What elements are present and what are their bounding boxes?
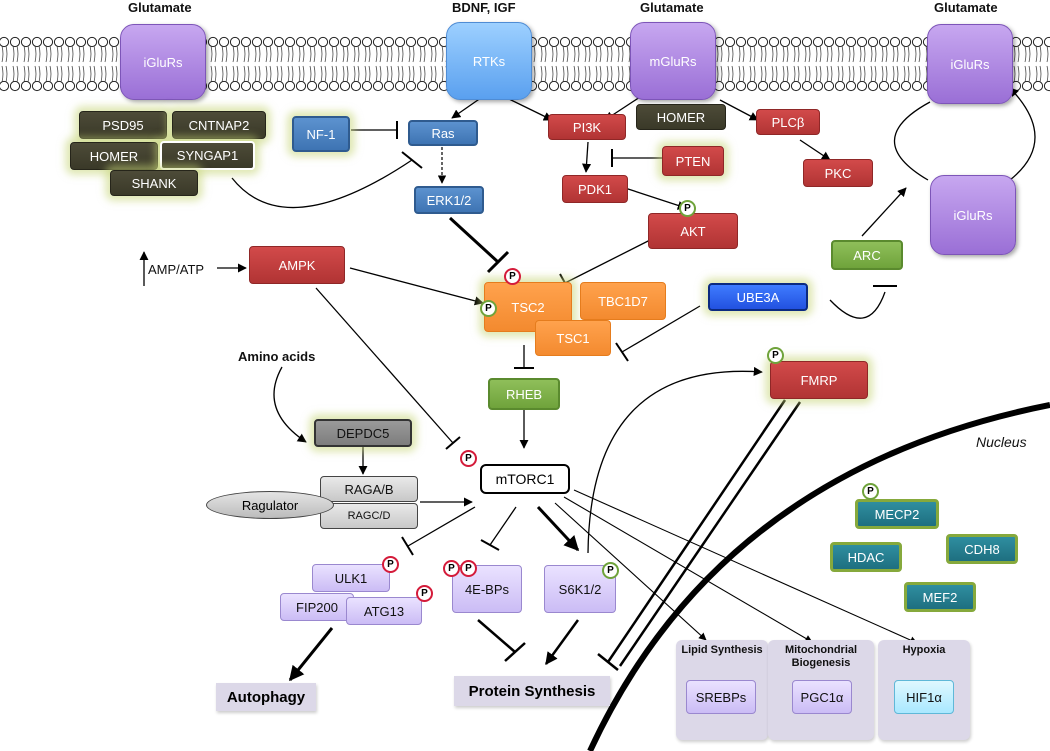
protein-ulk1: ULK1: [312, 564, 390, 592]
protein-hif1a: HIF1α: [894, 680, 954, 714]
protein-pkc: PKC: [803, 159, 873, 187]
protein-homer-left: HOMER: [70, 142, 158, 170]
protein-plcb: PLCβ: [756, 109, 820, 135]
protein-ragab: RAGA/B: [320, 476, 418, 502]
arrow-aminoacids-depdc5: [273, 366, 307, 443]
complex-mtorc1: mTORC1: [480, 464, 570, 494]
protein-fmrp: FMRP: [770, 361, 868, 399]
protein-nf1: NF-1: [292, 116, 350, 152]
arrow-pdk1-akt: [624, 187, 687, 210]
protein-psd95: PSD95: [79, 111, 167, 139]
phospho-mecp2: P: [862, 483, 879, 500]
ligand-glutamate-mid: Glutamate: [640, 0, 704, 15]
arrow-mtorc1-pgc1a: [563, 496, 813, 643]
protein-mef2: MEF2: [904, 582, 976, 612]
protein-pi3k: PI3K: [548, 114, 626, 140]
panel-lipid-synthesis: Lipid Synthesis SREBPs: [676, 640, 768, 740]
panel-hypoxia: Hypoxia HIF1α: [878, 640, 970, 740]
protein-erk: ERK1/2: [414, 186, 484, 214]
receptor-iglurs-left: iGluRs: [120, 24, 206, 100]
protein-pgc1a: PGC1α: [792, 680, 852, 714]
arrow-atg-autophagy: [288, 627, 334, 682]
protein-pdk1: PDK1: [562, 175, 628, 203]
protein-cdh8: CDH8: [946, 534, 1018, 564]
arrow-mtorc1-hif1a: [573, 489, 918, 644]
label-nucleus: Nucleus: [976, 434, 1027, 450]
panel-hypoxia-title: Hypoxia: [902, 644, 946, 656]
protein-srebps: SREBPs: [686, 680, 756, 714]
arrow-s6k-protein: [544, 619, 580, 666]
ligand-glutamate-right: Glutamate: [934, 0, 998, 15]
panel-mito-title: Mitochondrial Biogenesis: [784, 644, 858, 669]
protein-cntnap2: CNTNAP2: [172, 111, 266, 139]
ligand-glutamate-left: Glutamate: [128, 0, 192, 15]
outcome-protein-synthesis: Protein Synthesis: [454, 676, 610, 706]
phospho-4ebps-2: P: [460, 560, 477, 577]
phospho-ulk1: P: [382, 556, 399, 573]
protein-ragulator: Ragulator: [206, 491, 334, 519]
phospho-tsc2-left: P: [480, 300, 497, 317]
receptor-mglurs: mGluRs: [630, 22, 716, 100]
phospho-akt: P: [679, 200, 696, 217]
phospho-mtorc1: P: [460, 450, 477, 467]
protein-arc: ARC: [831, 240, 903, 270]
phospho-atg13: P: [416, 585, 433, 602]
protein-ampk: AMPK: [249, 246, 345, 284]
arrow-s6k-fmrp: [587, 366, 763, 554]
protein-ube3a: UBE3A: [708, 283, 808, 311]
protein-syngap1: SYNGAP1: [160, 141, 255, 170]
protein-rheb: RHEB: [488, 378, 560, 410]
phospho-4ebps-1: P: [443, 560, 460, 577]
protein-shank: SHANK: [110, 170, 198, 196]
label-amino-acids: Amino acids: [238, 349, 316, 364]
protein-pten: PTEN: [662, 146, 724, 176]
arrow-arc-iglurs: [861, 187, 907, 237]
protein-ras: Ras: [408, 120, 478, 146]
arrow-iglurs-cycle: [893, 88, 1036, 181]
panel-mitochondrial-biogenesis: Mitochondrial Biogenesis PGC1α: [768, 640, 874, 740]
arrow-pi3k-pdk1: [582, 141, 592, 173]
protein-tsc2: TSC2: [484, 282, 572, 332]
arrow-mtorc1-s6k: [536, 505, 580, 552]
protein-tsc1: TSC1: [535, 320, 611, 356]
phospho-fmrp: P: [767, 347, 784, 364]
label-amp-atp: AMP/ATP: [148, 262, 205, 277]
protein-atg13: ATG13: [346, 597, 422, 625]
receptor-rtks: RTKs: [446, 22, 532, 100]
arrow-ampk-tsc2: [349, 267, 484, 306]
arrow-rtk-pi3k: [504, 96, 553, 121]
receptor-iglurs-right-bottom: iGluRs: [930, 175, 1016, 255]
ligand-bdnf-igf: BDNF, IGF: [452, 0, 516, 15]
arrow-mglur-plcb: [719, 99, 759, 121]
protein-fip200: FIP200: [280, 593, 354, 621]
protein-ragcd: RAGC/D: [320, 503, 418, 529]
nucleus-envelope: [587, 402, 1050, 751]
arrow-plcb-pkc: [799, 139, 831, 161]
inhibitions: [231, 121, 897, 671]
outcome-autophagy: Autophagy: [216, 683, 316, 711]
protein-depdc5: DEPDC5: [314, 419, 412, 447]
protein-tbc1d7: TBC1D7: [580, 282, 666, 320]
protein-akt: AKT: [648, 213, 738, 249]
receptor-iglurs-right-top: iGluRs: [927, 24, 1013, 104]
protein-mecp2: MECP2: [855, 499, 939, 529]
panel-lipid-title: Lipid Synthesis: [681, 644, 763, 656]
phospho-s6k: P: [602, 562, 619, 579]
protein-hdac: HDAC: [830, 542, 902, 572]
arrow-mtorc1-srebps: [554, 502, 707, 641]
protein-homer-mid: HOMER: [636, 104, 726, 130]
phospho-tsc2-top: P: [504, 268, 521, 285]
